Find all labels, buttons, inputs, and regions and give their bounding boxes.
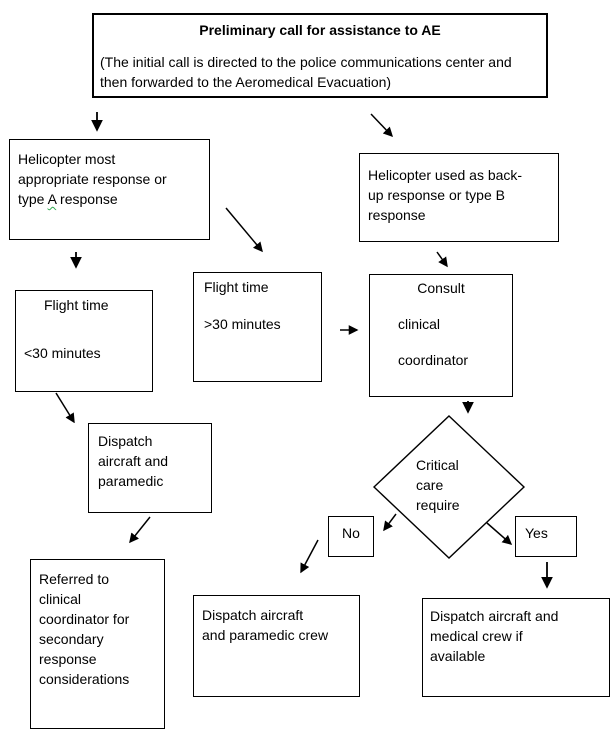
dispatch-aircraft-paramedic-crew-box: Dispatch aircraft and paramedic crew (193, 595, 360, 697)
no-branch-box: No (328, 516, 374, 557)
arrow-decision-to-no (383, 513, 397, 532)
flight-time-label: Flight time (204, 279, 269, 295)
page-title: Preliminary call for assistance to AE (199, 22, 441, 38)
helicopter-type-a-text-after: response (56, 191, 118, 207)
preliminary-call-description: (The initial call is directed to the pol… (100, 54, 512, 90)
dispatch-aircraft-paramedic-box: Dispatch aircraft and paramedic (88, 423, 212, 513)
spellcheck-word: A (47, 191, 57, 207)
yes-branch-box: Yes (515, 516, 577, 557)
flight-time-label: Flight time (44, 297, 109, 313)
arrow-helicopter-b-to-consult (436, 251, 448, 268)
arrow-helicopter-a-to-flight-gt30 (225, 207, 263, 253)
dispatch-aircraft-medical-crew-box: Dispatch aircraft and medical crew if av… (422, 598, 610, 697)
flight-time-over-30-box: Flight time >30 minutes (193, 272, 322, 382)
consult-line: coordinator (398, 352, 469, 368)
arrow-no-to-dispatch-crew (300, 539, 319, 574)
critical-care-decision-label: Critical care require (416, 457, 460, 513)
flight-time-value: >30 minutes (204, 316, 281, 332)
preliminary-call-box: Preliminary call for assistance to AE (T… (92, 13, 548, 98)
consult-line: Consult (417, 280, 465, 296)
helicopter-type-a-text: Helicopter most appropriate response or … (18, 151, 167, 207)
consult-clinical-coordinator-box: Consult clinical coordinator (369, 274, 513, 397)
helicopter-type-b-box: Helicopter used as back- up response or … (359, 153, 559, 242)
flight-time-value: <30 minutes (24, 345, 101, 361)
referred-clinical-coordinator-box: Referred to clinical coordinator for sec… (30, 559, 165, 729)
arrow-dispatch-to-referred (129, 516, 151, 544)
arrow-top-to-helicopter-b (370, 113, 394, 138)
flight-time-under-30-box: Flight time <30 minutes (15, 290, 153, 392)
arrow-decision-to-yes (486, 522, 513, 545)
arrow-flight-lt30-to-dispatch (55, 392, 75, 424)
consult-line: clinical (398, 316, 441, 332)
helicopter-type-a-box: Helicopter most appropriate response or … (9, 139, 210, 240)
